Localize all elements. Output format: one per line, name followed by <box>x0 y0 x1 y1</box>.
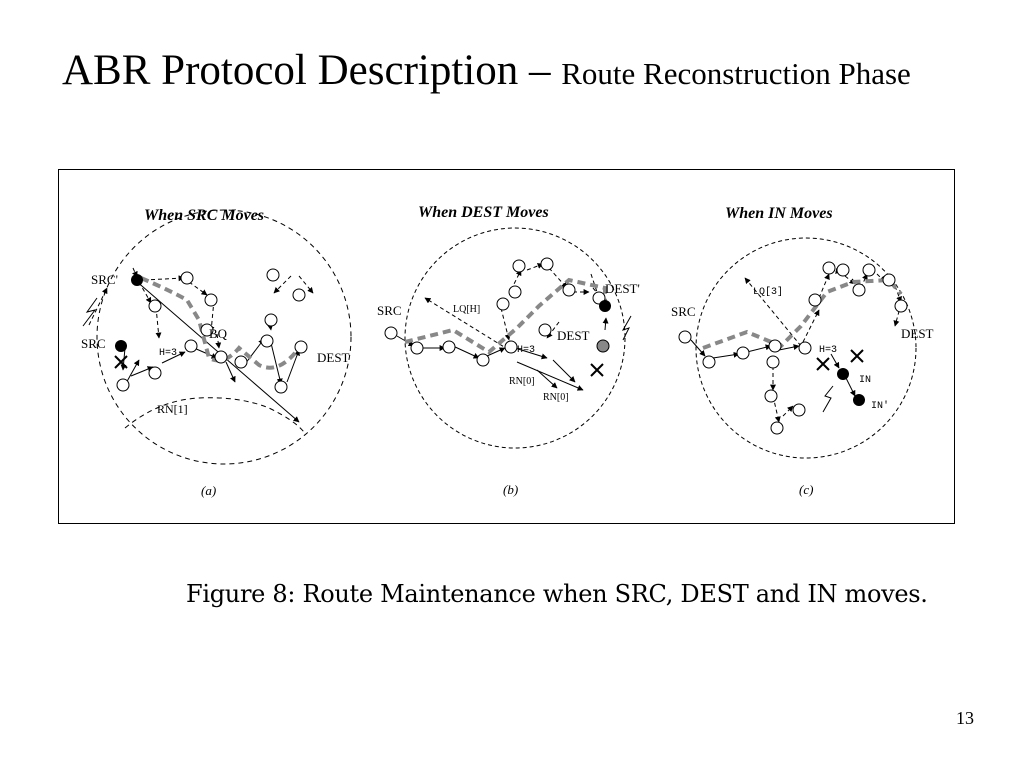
panel-c-label: (c) <box>799 482 813 497</box>
panel-a-range-circle <box>96 209 352 465</box>
panel-a-route-arrows <box>120 279 300 423</box>
label-src-new: SRC' <box>91 272 118 287</box>
panel-b-nodes <box>384 257 606 367</box>
label-dest-new: DEST' <box>605 281 640 296</box>
title-main: ABR Protocol Description – <box>62 47 562 94</box>
panel-b: When DEST Moves <box>377 204 640 497</box>
slide-title: ABR Protocol Description – Route Reconst… <box>62 46 911 95</box>
panel-a-new-route <box>140 276 301 370</box>
panel-a-nodes <box>116 268 308 394</box>
panel-c-new-route <box>702 277 903 350</box>
src-new-node <box>131 274 143 286</box>
src-node <box>115 340 127 352</box>
in-new-node <box>853 394 865 406</box>
label-rn0-b: RN[0] <box>543 392 569 403</box>
page-number: 13 <box>956 708 974 728</box>
label-lq: LQ[3] <box>753 286 783 298</box>
label-dest: DEST <box>557 328 590 343</box>
label-src: SRC <box>377 303 402 318</box>
label-rn0-a: RN[0] <box>509 376 535 387</box>
panel-c-route-arrows <box>690 339 856 397</box>
title-subtitle: Route Reconstruction Phase <box>561 56 911 91</box>
label-lq: LQ[H] <box>453 304 480 315</box>
panel-b-heading: When DEST Moves <box>418 204 549 221</box>
move-lightning-icon <box>82 297 98 327</box>
label-bq: BQ <box>209 326 228 341</box>
panel-b-label: (b) <box>503 482 518 497</box>
panel-a-rn-boundary <box>124 397 305 433</box>
broken-link-icon <box>590 363 604 377</box>
label-dest: DEST <box>317 350 350 365</box>
label-src: SRC <box>81 336 106 351</box>
panel-c-nodes <box>678 261 908 435</box>
panel-c-heading: When IN Moves <box>725 205 833 222</box>
label-in-new: IN' <box>871 400 889 412</box>
label-hop: H=3 <box>517 345 535 356</box>
in-move-lightning-icon <box>822 385 834 413</box>
panel-a-label: (a) <box>201 483 216 498</box>
route-maintenance-figure: When SRC Moves <box>81 204 934 498</box>
label-src: SRC <box>671 304 696 319</box>
dest-move-lightning-icon <box>621 315 632 341</box>
panel-b-range-circle <box>404 227 626 449</box>
label-rn: RN[1] <box>157 402 188 416</box>
label-hop: H=3 <box>159 348 177 359</box>
dest-new-node <box>599 300 611 312</box>
broken-link-icon <box>114 355 128 369</box>
panel-a-heading: When SRC Moves <box>144 207 264 224</box>
panel-b-new-route <box>404 277 607 355</box>
panel-c: When IN Moves <box>671 205 934 497</box>
dest-node <box>596 339 610 353</box>
label-in: IN <box>859 375 871 386</box>
figure-caption: Figure 8: Route Maintenance when SRC, DE… <box>186 580 928 608</box>
label-hop: H=3 <box>819 345 837 356</box>
broken-link-icon <box>816 357 830 371</box>
panel-a: When SRC Moves <box>81 207 352 498</box>
label-dest: DEST <box>901 326 934 341</box>
panel-a-dashed-arrows <box>88 267 314 349</box>
in-node <box>837 368 849 380</box>
figure-frame: When SRC Moves <box>58 169 955 524</box>
broken-link-icon <box>850 349 864 363</box>
panel-c-range-circle <box>695 237 917 459</box>
